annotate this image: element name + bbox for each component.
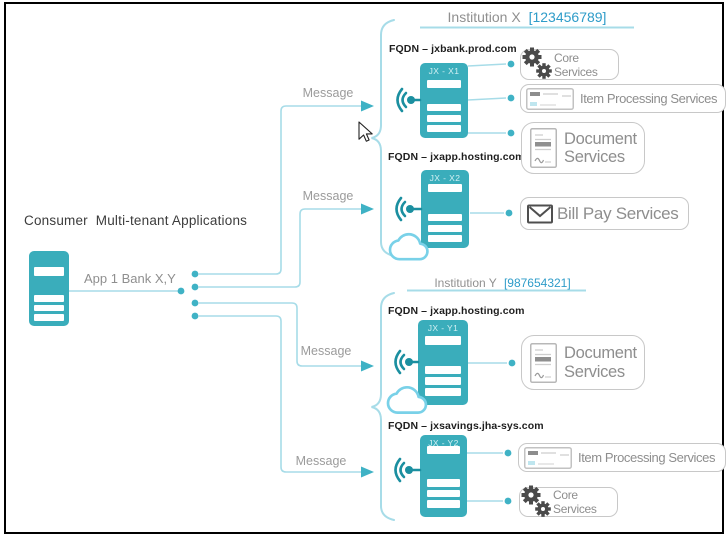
diagram-border — [4, 2, 724, 534]
service-box-item-processing-x: Item Processing Services — [520, 84, 726, 113]
check-icon — [526, 87, 574, 110]
institution-x-heading: Institution X [123456789] — [418, 9, 636, 25]
server-node-label: JX - X2 — [429, 172, 461, 183]
institution-x-number: [123456789] — [528, 9, 607, 25]
message-label-2: Message — [302, 189, 354, 203]
service-box-core-x: Core Services — [520, 47, 619, 80]
document-icon — [530, 128, 557, 168]
server-node-label: JX - Y2 — [428, 437, 459, 448]
service-label: Item Processing Services — [580, 91, 718, 106]
institution-y-number: [987654321] — [503, 276, 571, 290]
server-node-jx-x2: JX - X2 — [421, 170, 469, 248]
server-node-jx-x1: JX - X1 — [420, 63, 468, 138]
diagram-title: Consumer Multi-tenant Applications — [24, 213, 248, 228]
service-label: Document Services — [564, 344, 637, 381]
service-label: Item Processing Services — [578, 450, 716, 465]
check-icon — [524, 446, 572, 469]
institution-y-name: Institution Y — [434, 276, 497, 290]
service-label: Core Services — [554, 50, 598, 79]
gears-icon — [521, 485, 551, 517]
service-box-item-processing-y: Item Processing Services — [518, 443, 726, 472]
server-node-label: JX - Y1 — [427, 322, 459, 333]
service-label: Core Services — [553, 488, 597, 516]
envelope-icon — [527, 204, 553, 223]
server-node-label: JX - X1 — [428, 65, 460, 76]
fqdn-label-y1: FQDN – jxapp.hosting.com — [388, 305, 525, 317]
institution-x-name: Institution X — [447, 9, 521, 25]
document-icon — [530, 342, 557, 383]
fqdn-label-y2: FQDN – jxsavings.jha-sys.com — [388, 420, 544, 432]
message-label-4: Message — [295, 454, 347, 468]
server-node-jx-y2: JX - Y2 — [420, 435, 467, 517]
consumer-app-server-icon — [29, 251, 69, 326]
service-box-core-y: Core Services — [519, 485, 618, 517]
service-box-document-y: Document Services — [521, 335, 645, 390]
gears-icon — [522, 47, 552, 79]
service-label: Document Services — [564, 129, 637, 166]
service-box-bill-pay-x: Bill Pay Services — [520, 197, 689, 230]
fqdn-label-x2: FQDN – jxapp.hosting.com — [388, 151, 525, 163]
institution-y-heading: Institution Y [987654321] — [405, 276, 600, 290]
server-node-jx-y1: JX - Y1 — [418, 320, 468, 405]
message-label-3: Message — [300, 344, 352, 358]
service-label: Bill Pay Services — [557, 203, 679, 223]
fqdn-label-x1: FQDN – jxbank.prod.com — [389, 43, 517, 55]
service-box-document-x: Document Services — [521, 122, 645, 174]
app-label: App 1 Bank X,Y — [84, 271, 176, 286]
message-label-1: Message — [302, 86, 354, 100]
